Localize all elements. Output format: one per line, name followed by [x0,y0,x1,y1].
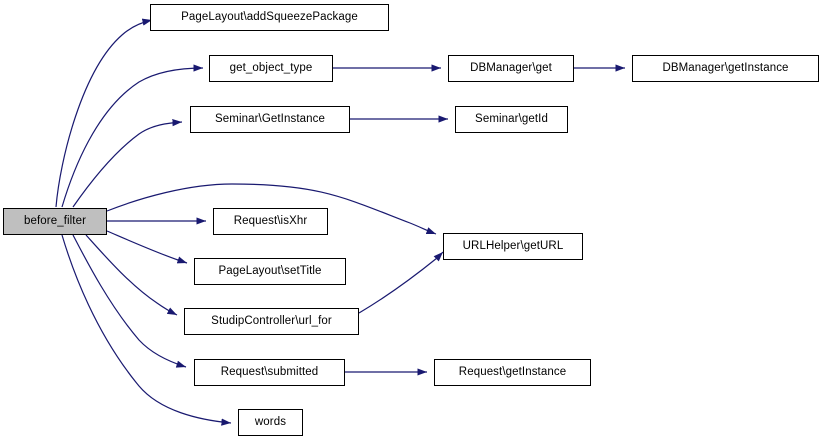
node-words[interactable]: words [238,409,303,436]
edge-before_filter-URLHelper_getURL [106,183,437,235]
node-pagelayout-addsqueezepackage[interactable]: PageLayout\addSqueezePackage [150,4,389,31]
node-dbmanager-getinstance[interactable]: DBManager\getInstance [632,55,819,82]
node-label: words [254,415,287,428]
node-pagelayout-settitle[interactable]: PageLayout\setTitle [194,258,346,285]
node-label: get_object_type [229,61,313,74]
edge-before_filter-words [61,234,232,426]
node-request-isxhr[interactable]: Request\isXhr [213,208,328,235]
node-label: Seminar\getId [475,112,548,125]
node-seminar-getinstance[interactable]: Seminar\GetInstance [190,106,350,133]
edge-before_filter-StudipController_url_for [85,234,178,316]
node-label: DBManager\getInstance [662,61,789,74]
edge-before_filter-Request_submitted [72,234,187,368]
node-before-filter[interactable]: before_filter [3,208,107,235]
edge-before_filter-PageLayout_setTitle [106,230,188,264]
node-label: URLHelper\getURL [462,239,564,252]
edge-before_filter-Seminar_GetInstance [72,119,183,208]
edge-before_filter-get_object_type [61,64,204,208]
node-label: Request\getInstance [458,365,567,378]
node-label: PageLayout\addSqueezePackage [181,10,358,23]
node-label: before_filter [23,214,87,227]
node-label: PageLayout\setTitle [218,264,322,277]
node-request-getinstance[interactable]: Request\getInstance [434,359,591,386]
node-urlhelper-geturl[interactable]: URLHelper\getURL [443,233,583,260]
node-label: DBManager\get [470,61,552,74]
edge-StudipController_url_for-URLHelper_getURL [358,251,444,314]
node-studipcontroller-url-for[interactable]: StudipController\url_for [184,308,359,335]
node-label: Request\submitted [220,365,319,378]
node-seminar-getid[interactable]: Seminar\getId [455,106,568,133]
node-label: Request\isXhr [233,214,308,227]
edge-before_filter-addSqueezePackage [55,18,153,208]
node-label: Seminar\GetInstance [215,112,325,125]
node-label: StudipController\url_for [211,314,332,327]
node-request-submitted[interactable]: Request\submitted [194,359,345,386]
node-dbmanager-get[interactable]: DBManager\get [448,55,574,82]
node-get-object-type[interactable]: get_object_type [209,55,333,82]
